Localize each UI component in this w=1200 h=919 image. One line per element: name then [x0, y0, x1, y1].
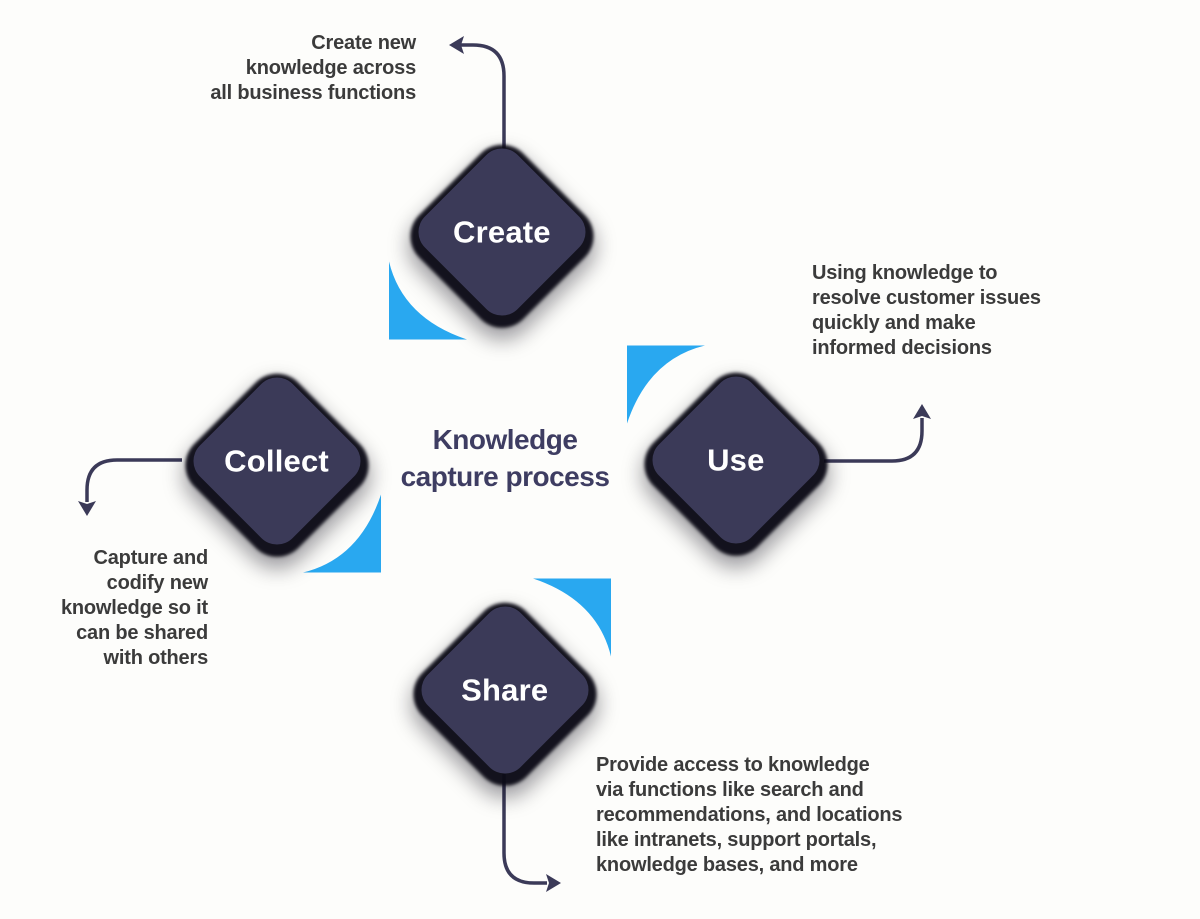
- create-description: Create new knowledge across all business…: [210, 32, 416, 104]
- collect-arrow: [78, 458, 182, 516]
- share-arrow: [502, 774, 561, 892]
- use-node-label: Use: [707, 442, 765, 477]
- accent-swoosh-right: [627, 345, 705, 424]
- accent-swoosh-left: [303, 494, 381, 573]
- create-node-label: Create: [453, 213, 551, 249]
- collect-node-label: Collect: [224, 442, 330, 478]
- accent-swoosh-bottom-right: [533, 578, 611, 657]
- use-arrow: [824, 404, 931, 463]
- accent-swoosh-top-left: [389, 261, 467, 340]
- create-arrow: [449, 36, 506, 152]
- share-description: Provide access to knowledge via function…: [596, 754, 903, 876]
- share-node-label: Share: [461, 671, 549, 707]
- diagram-title: Knowledge capture process: [400, 424, 610, 492]
- use-description: Using knowledge to resolve customer issu…: [812, 262, 1041, 359]
- collect-description: Capture and codify new knowledge so it c…: [60, 547, 208, 669]
